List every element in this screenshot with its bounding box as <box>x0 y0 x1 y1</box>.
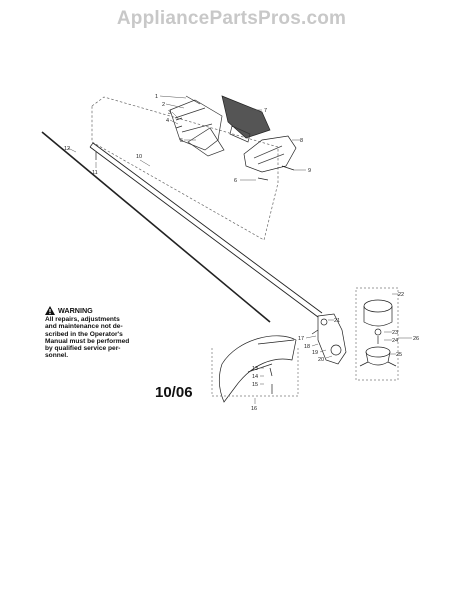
gear-head <box>311 313 347 365</box>
warning-triangle-icon <box>45 306 55 315</box>
callout-1: 1 <box>155 94 158 100</box>
trigger-housing <box>221 95 271 143</box>
callout-8: 8 <box>300 138 303 144</box>
handle-housing <box>169 95 225 157</box>
trimmer-head <box>359 299 397 367</box>
debris-guard <box>218 335 297 403</box>
drive-shaft <box>41 131 271 323</box>
callout-24: 24 <box>392 338 398 344</box>
callout-2: 2 <box>162 102 165 108</box>
callout-19: 19 <box>312 350 318 356</box>
callout-6: 6 <box>234 178 237 184</box>
callout-9: 9 <box>308 168 311 174</box>
trimmer-head-dashed-frame <box>355 287 399 381</box>
callout-22: 22 <box>398 292 404 298</box>
callout-3: 3 <box>168 110 171 116</box>
screws <box>95 117 295 181</box>
callout-18: 18 <box>304 344 310 350</box>
callout-10: 10 <box>136 154 142 160</box>
upper-assembly-dashed-frame <box>91 96 279 241</box>
callout-17: 17 <box>298 336 304 342</box>
warning-title: WARNING <box>58 305 93 315</box>
callout-20: 20 <box>318 357 324 363</box>
warning-text: All repairs, adjustments and maintenance… <box>45 316 130 360</box>
callout-16: 16 <box>251 406 257 412</box>
warning-notice: WARNING All repairs, adjustments and mai… <box>45 306 137 360</box>
callout-25: 25 <box>396 352 402 358</box>
throttle-handle <box>243 135 297 173</box>
callout-12: 12 <box>64 146 70 152</box>
watermark: AppliancePartsPros.com <box>116 8 347 29</box>
callout-5: 5 <box>180 138 183 144</box>
main-tube <box>89 142 323 318</box>
warning-header: WARNING <box>45 306 137 315</box>
guard-dashed-frame <box>211 348 299 397</box>
callout-11: 11 <box>92 170 98 176</box>
callout-14: 14 <box>252 374 258 380</box>
callout-4: 4 <box>166 118 169 124</box>
revision-date: 10/06 <box>155 384 193 401</box>
callout-leaders <box>67 95 412 404</box>
callout-15: 15 <box>252 382 258 388</box>
callout-7: 7 <box>264 108 267 114</box>
callout-labels: 1 2 3 4 5 6 7 8 9 10 11 12 13 14 15 16 1… <box>64 94 419 412</box>
callout-21: 21 <box>334 318 340 324</box>
callout-26: 26 <box>413 336 419 342</box>
callout-13: 13 <box>252 366 258 372</box>
callout-23: 23 <box>392 330 398 336</box>
